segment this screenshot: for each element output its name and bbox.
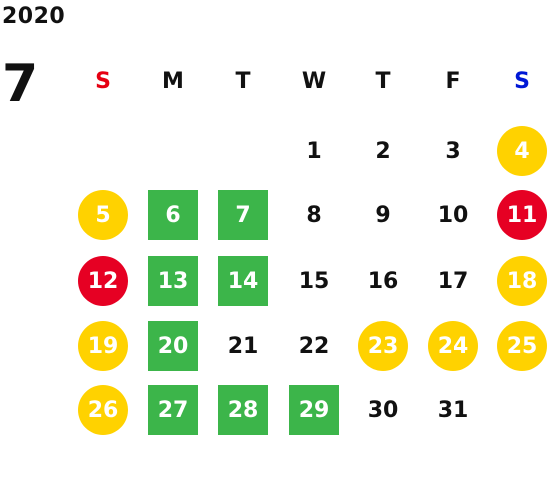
day-cell-9[interactable]: 9 xyxy=(375,202,391,228)
day-cell-2[interactable]: 2 xyxy=(375,138,391,164)
day-cell-31[interactable]: 31 xyxy=(437,397,469,423)
day-cell-8[interactable]: 8 xyxy=(306,202,322,228)
day-cell-27[interactable]: 27 xyxy=(148,385,198,435)
day-cell-22[interactable]: 22 xyxy=(298,333,330,359)
weekday-header-wed: W xyxy=(301,68,327,94)
day-cell-6[interactable]: 6 xyxy=(148,190,198,240)
day-cell-13[interactable]: 13 xyxy=(148,256,198,306)
weekday-header-tue: T xyxy=(235,68,251,94)
day-cell-10[interactable]: 10 xyxy=(437,202,469,228)
day-cell-20[interactable]: 20 xyxy=(148,321,198,371)
day-cell-12[interactable]: 12 xyxy=(78,256,128,306)
day-cell-3[interactable]: 3 xyxy=(445,138,461,164)
month-label: 7 xyxy=(2,54,39,114)
day-cell-4[interactable]: 4 xyxy=(497,126,547,176)
year-label: 2020 xyxy=(2,4,66,29)
day-cell-18[interactable]: 18 xyxy=(497,256,547,306)
day-cell-1[interactable]: 1 xyxy=(306,138,322,164)
weekday-header-sun: S xyxy=(95,68,111,94)
day-cell-16[interactable]: 16 xyxy=(367,268,399,294)
day-cell-26[interactable]: 26 xyxy=(78,385,128,435)
weekday-header-mon: M xyxy=(162,68,184,94)
day-cell-15[interactable]: 15 xyxy=(298,268,330,294)
day-cell-23[interactable]: 23 xyxy=(358,321,408,371)
weekday-header-thu: T xyxy=(375,68,391,94)
day-cell-21[interactable]: 21 xyxy=(227,333,259,359)
weekday-header-fri: F xyxy=(445,68,461,94)
day-cell-30[interactable]: 30 xyxy=(367,397,399,423)
day-cell-14[interactable]: 14 xyxy=(218,256,268,306)
day-cell-24[interactable]: 24 xyxy=(428,321,478,371)
day-cell-5[interactable]: 5 xyxy=(78,190,128,240)
day-cell-28[interactable]: 28 xyxy=(218,385,268,435)
day-cell-19[interactable]: 19 xyxy=(78,321,128,371)
day-cell-25[interactable]: 25 xyxy=(497,321,547,371)
day-cell-11[interactable]: 11 xyxy=(497,190,547,240)
day-cell-17[interactable]: 17 xyxy=(437,268,469,294)
day-cell-29[interactable]: 29 xyxy=(289,385,339,435)
weekday-header-sat: S xyxy=(514,68,530,94)
day-cell-7[interactable]: 7 xyxy=(218,190,268,240)
